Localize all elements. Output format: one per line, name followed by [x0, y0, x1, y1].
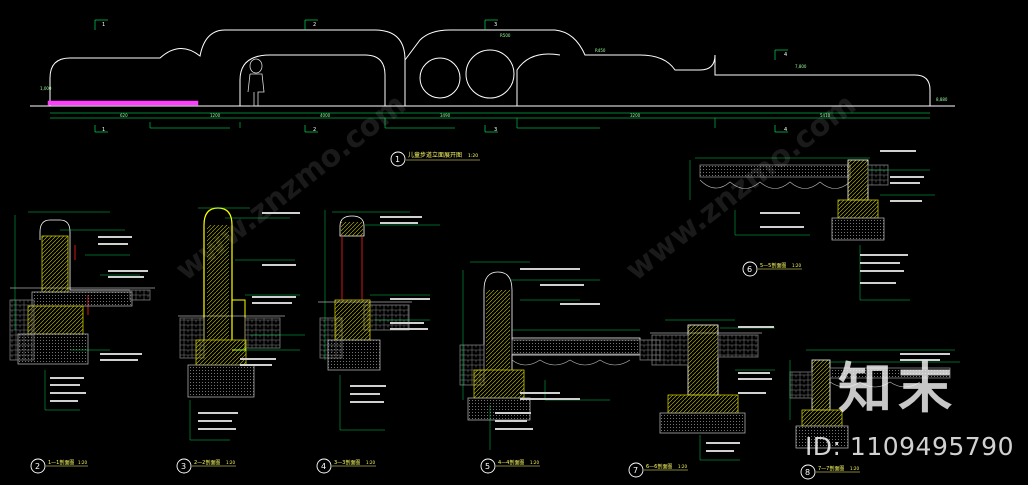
svg-text:R500: R500 [500, 33, 511, 38]
section-title-2-2: 3 2—2剖面图 1:20 [176, 458, 236, 474]
elevation-title-block: 1 儿童步道立面展开图 1:20 [390, 151, 480, 167]
svg-text:3—3剖面图: 3—3剖面图 [334, 459, 360, 466]
svg-text:2—2剖面图: 2—2剖面图 [194, 459, 220, 466]
section-mark-2-top: 2 [313, 22, 316, 28]
elevation-section-marks: 1 2 3 4 1 2 3 4 [102, 22, 787, 133]
section-1-1-drawing [9, 211, 155, 411]
section-mark-4-top: 4 [784, 52, 787, 58]
section-mark-3-top: 3 [494, 22, 497, 28]
svg-text:6—6剖面图: 6—6剖面图 [646, 463, 672, 470]
svg-text:6: 6 [747, 265, 752, 274]
section-title-4-4: 5 4—4剖面图 1:20 [480, 458, 540, 474]
svg-text:8,880: 8,880 [936, 97, 948, 102]
svg-text:1200: 1200 [210, 113, 221, 118]
watermark-logo: 知末 [838, 357, 958, 420]
svg-text:5: 5 [485, 462, 490, 471]
svg-text:8: 8 [805, 468, 810, 477]
watermark-id: ID: 1109495790 [804, 432, 1014, 461]
section-4-4-drawing [459, 261, 661, 450]
elevation-number: 1 [395, 155, 400, 164]
svg-text:1:20: 1:20 [792, 263, 801, 268]
svg-text:R450: R450 [595, 48, 606, 53]
elevation-drawing [30, 19, 955, 133]
section-2-2-drawing [178, 207, 305, 441]
svg-text:4: 4 [321, 462, 326, 471]
svg-text:1:20: 1:20 [78, 460, 87, 465]
section-title-6-6: 7 6—6剖面图 1:20 [628, 462, 688, 478]
section-mark-3-bottom: 3 [494, 127, 497, 133]
elevation-scale: 1:20 [468, 153, 478, 159]
svg-text:7,800: 7,800 [795, 64, 807, 69]
section-mark-1-top: 1 [102, 22, 105, 28]
svg-text:1:20: 1:20 [530, 460, 539, 465]
svg-text:5—5剖面图: 5—5剖面图 [760, 262, 786, 269]
section-title-1-1: 2 1—1剖面图 1:20 [30, 458, 88, 474]
section-7-7-drawing [789, 349, 960, 449]
section-mark-2-bottom: 2 [313, 127, 316, 133]
section-title-7-7: 8 7—7剖面图 1:20 [800, 464, 860, 480]
svg-text:1:20: 1:20 [226, 460, 235, 465]
svg-text:3490: 3490 [440, 113, 451, 118]
svg-text:3200: 3200 [630, 113, 641, 118]
svg-text:620: 620 [120, 113, 128, 118]
svg-text:7: 7 [633, 466, 638, 475]
section-mark-4-bottom: 4 [784, 127, 787, 133]
svg-text:3: 3 [181, 462, 186, 471]
svg-text:5410: 5410 [820, 113, 831, 118]
section-6-6-drawing [650, 319, 775, 461]
svg-text:7—7剖面图: 7—7剖面图 [818, 465, 844, 472]
svg-text:1:20: 1:20 [678, 464, 687, 469]
section-5-5-drawing [689, 157, 935, 301]
elevation-title: 儿童步道立面展开图 [408, 151, 462, 159]
section-title-5-5: 6 5—5剖面图 1:20 [742, 261, 802, 277]
section-mark-1-bottom: 1 [102, 127, 105, 133]
section-3-3-drawing [318, 210, 440, 431]
svg-text:4000: 4000 [320, 113, 331, 118]
svg-text:4—4剖面图: 4—4剖面图 [498, 459, 524, 466]
svg-text:1,000: 1,000 [40, 86, 52, 91]
section-title-3-3: 4 3—3剖面图 1:20 [316, 458, 376, 474]
cad-annotation-notes [50, 150, 950, 452]
svg-text:1:20: 1:20 [366, 460, 375, 465]
svg-text:1:20: 1:20 [850, 466, 859, 471]
svg-text:1—1剖面图: 1—1剖面图 [48, 459, 74, 466]
svg-text:2: 2 [35, 462, 40, 471]
